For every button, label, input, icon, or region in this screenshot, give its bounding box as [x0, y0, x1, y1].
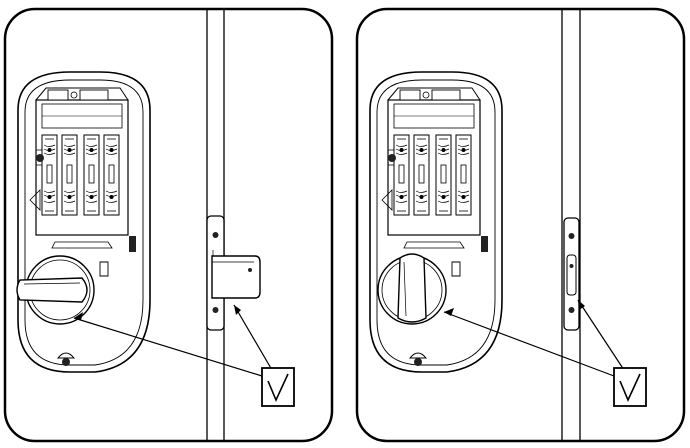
check-box-icon [613, 367, 647, 407]
thumbturn-handle-vertical [397, 253, 427, 323]
door-edge-right [561, 9, 581, 441]
panel-left [3, 7, 334, 443]
latch-plate-right [563, 217, 580, 331]
lock-body-left [16, 71, 151, 373]
panel-right [355, 7, 686, 443]
deadbolt-retracted [566, 254, 577, 296]
deadbolt-extended [211, 255, 261, 299]
leader-lines-left [73, 304, 273, 377]
thumbturn-handle-horizontal [16, 277, 88, 303]
leader-lines-right [443, 299, 625, 377]
check-box-icon [261, 367, 295, 407]
lock-body-right [369, 71, 503, 373]
